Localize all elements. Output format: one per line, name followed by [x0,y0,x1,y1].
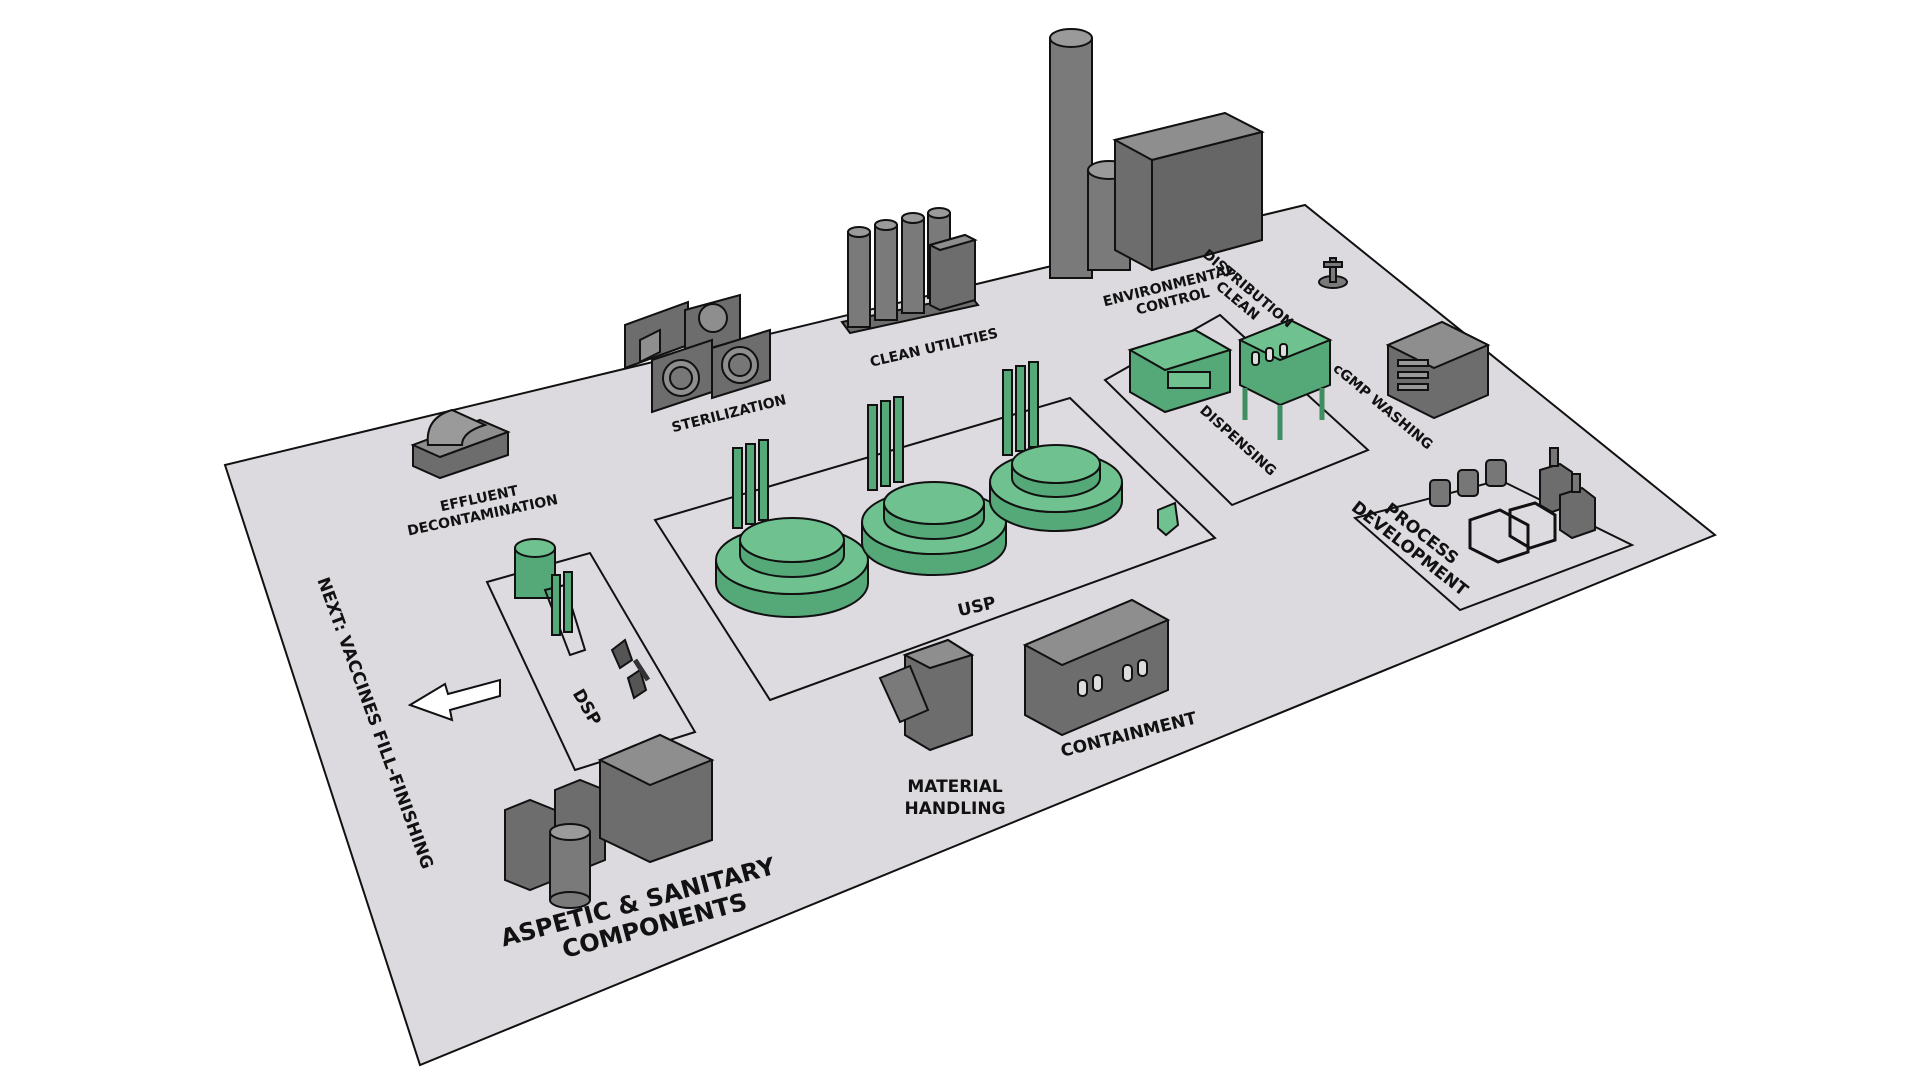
bioreactor-1 [715,439,869,618]
svg-text:MATERIAL: MATERIAL [907,777,1003,797]
material-handling-equipment [878,638,975,752]
process-development-equipment [1429,447,1596,564]
dsp-equipment [514,538,651,700]
aseptic-components-equipment [504,733,715,909]
cgmp-washer [1385,320,1491,420]
bioreactor-3 [989,361,1123,532]
containment-cabinet [1022,598,1171,737]
usp-bioreactors [715,361,1180,618]
environmental-control-equipment [1049,28,1265,279]
bioreactor-2 [861,396,1007,576]
arrow-left-icon [407,678,501,722]
valve-fixture [1318,257,1348,289]
effluent-decontamination-unit [410,408,511,480]
svg-text:HANDLING: HANDLING [904,799,1005,819]
clean-utilities-skid [840,207,980,335]
sterilization-autoclaves [624,293,771,414]
label-material-handling: MATERIAL HANDLING [904,777,1005,819]
dispensing-booths [1127,318,1333,440]
